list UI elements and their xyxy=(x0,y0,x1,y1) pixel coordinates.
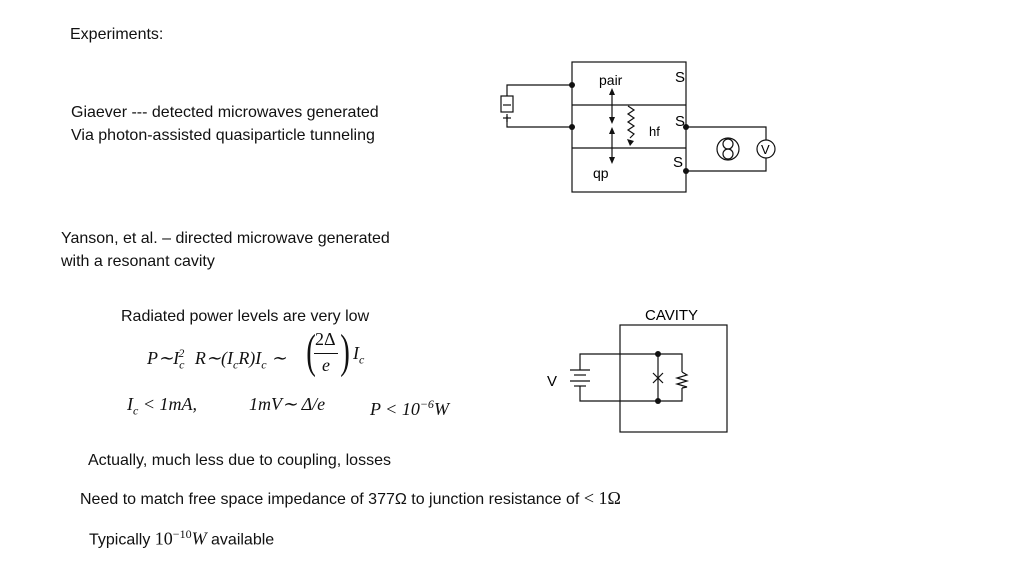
eq1-sub-c-3: c xyxy=(261,357,267,372)
eq1-lhs: P∼I xyxy=(147,348,180,368)
giaever-line-2: Via photon-assisted quasiparticle tunnel… xyxy=(71,127,375,144)
label-cavity: CAVITY xyxy=(645,307,698,324)
frac-bar xyxy=(314,353,338,354)
eq2-p-unit: W xyxy=(433,399,449,419)
eq1-sup-2: 2 xyxy=(178,346,185,360)
ic-condition: Ic < 1mA, xyxy=(127,393,197,422)
giaever-line-1: Giaever --- detected microwaves generate… xyxy=(71,104,379,121)
p-condition: P < 10−6W xyxy=(370,393,449,420)
actually-text: Actually, much less due to coupling, los… xyxy=(88,452,391,469)
label-s-middle: S xyxy=(675,113,685,130)
battery-lead-top xyxy=(506,84,572,96)
eq1-sim: ∼ xyxy=(266,348,287,368)
typ-base: 10 xyxy=(154,528,173,549)
typically-text: Typically 10−10W available xyxy=(89,523,274,551)
cavity-wire-bottom xyxy=(579,386,683,402)
need-text: Need to match free space impedance of 37… xyxy=(80,491,584,508)
cavity-node-bottom xyxy=(655,398,661,404)
eq2-ic-rest: < 1mA, xyxy=(138,394,197,414)
junction-cross-b xyxy=(652,372,664,384)
current-source-inner-bottom xyxy=(722,148,734,160)
paren-left: ( xyxy=(306,325,316,378)
eq2-sub-c: c xyxy=(133,403,139,418)
label-pair: pair xyxy=(599,72,623,88)
node-bottom-right xyxy=(683,168,689,174)
pair-arrow-down xyxy=(609,117,615,124)
need-to-match-text: Need to match free space impedance of 37… xyxy=(80,487,621,511)
eq1-mid: R∼(I xyxy=(190,348,233,368)
hf-wave xyxy=(626,105,636,139)
junction-stack-box xyxy=(571,61,687,193)
label-qp: qp xyxy=(593,165,609,181)
cavity-diagram xyxy=(570,324,728,433)
label-hf: hf xyxy=(649,124,660,139)
voltmeter-icon xyxy=(756,139,776,159)
mv-condition: 1mV∼ Δ/e xyxy=(249,394,326,414)
yanson-line-2: with a resonant cavity xyxy=(61,253,215,270)
typ-pre: Typically xyxy=(89,531,155,549)
cavity-node-top xyxy=(655,351,661,357)
radiated-power-text: Radiated power levels are very low xyxy=(121,308,370,325)
resistor-icon xyxy=(674,371,690,389)
eq2-p-lhs: P < 10 xyxy=(370,399,420,419)
eq1-rhs-sub: c xyxy=(359,352,365,367)
node-bottom-left xyxy=(569,124,575,130)
pair-arrow-up xyxy=(609,88,615,95)
label-s-bottom: S xyxy=(673,154,683,171)
need-math: < 1Ω xyxy=(583,488,621,508)
eq2-ic: I xyxy=(127,394,133,414)
eq1-sub-c-2: c xyxy=(232,357,239,372)
yanson-line-1: Yanson, et al. – directed microwave gene… xyxy=(61,230,390,247)
frac-den: e xyxy=(322,355,330,375)
hf-arrow-head xyxy=(627,139,634,146)
node-top-left xyxy=(569,82,575,88)
paren-right: ) xyxy=(340,325,350,378)
eq1-rhs: I xyxy=(353,343,359,363)
label-voltmeter: V xyxy=(761,142,770,157)
eq1-mid2: R)I xyxy=(238,348,262,368)
eq2-p-exp: −6 xyxy=(419,397,434,411)
typ-post: available xyxy=(206,531,275,549)
qp-arrow-up xyxy=(609,127,615,134)
eq1-sub-c: c xyxy=(179,357,185,372)
battery-lead-bottom xyxy=(506,116,572,128)
typ-exp: −10 xyxy=(172,527,192,541)
label-cavity-v: V xyxy=(547,373,557,390)
qp-arrow-down xyxy=(609,157,615,164)
frac-num: 2Δ xyxy=(315,329,336,349)
label-s-top: S xyxy=(675,69,685,86)
battery-icon xyxy=(500,95,514,113)
typ-unit: W xyxy=(191,528,207,549)
cavity-wire-top xyxy=(579,353,683,372)
node-top-right xyxy=(683,124,689,130)
cavity-box xyxy=(619,324,728,433)
heading: Experiments: xyxy=(70,26,164,43)
